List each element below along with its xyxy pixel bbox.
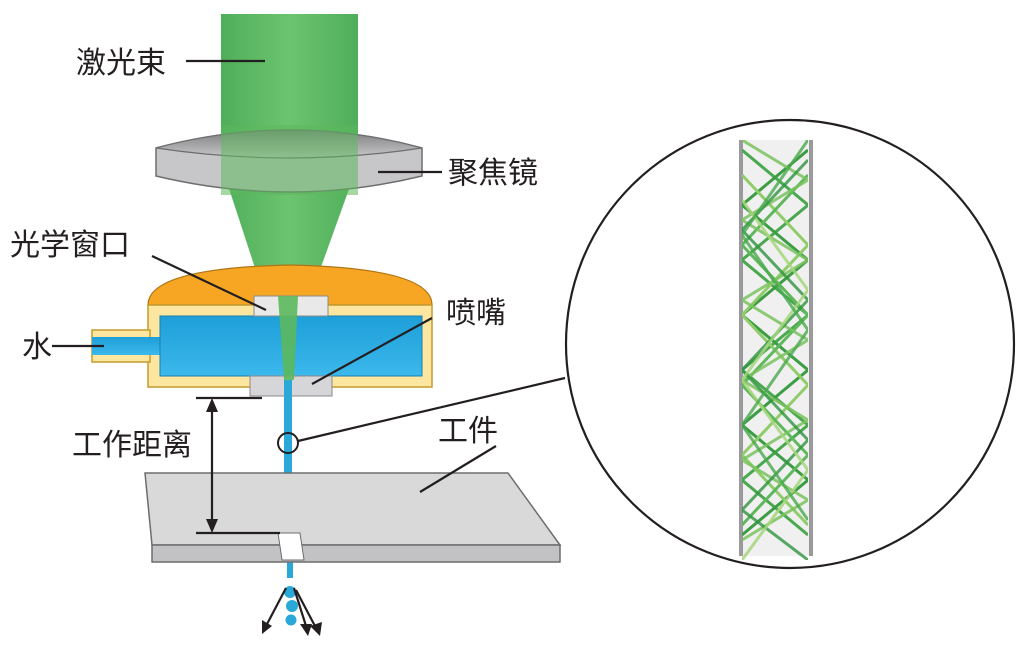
detail-callout	[277, 376, 566, 454]
label-laser-beam: 激光束	[76, 46, 166, 81]
label-optical-window: 光学窗口	[10, 228, 130, 263]
label-workpiece: 工件	[438, 414, 498, 449]
exit-arrows	[262, 587, 322, 636]
workpiece	[144, 472, 562, 563]
label-working-distance: 工作距离	[72, 428, 192, 463]
label-focusing-lens: 聚焦镜	[448, 156, 538, 191]
label-water: 水	[22, 330, 52, 365]
leader-lines	[52, 59, 497, 493]
label-nozzle: 喷嘴	[446, 296, 506, 331]
focusing-lens	[155, 125, 423, 195]
nozzle-housing	[91, 264, 433, 397]
working-distance-dimension	[196, 396, 280, 535]
magnified-fiber-view	[564, 118, 1016, 570]
